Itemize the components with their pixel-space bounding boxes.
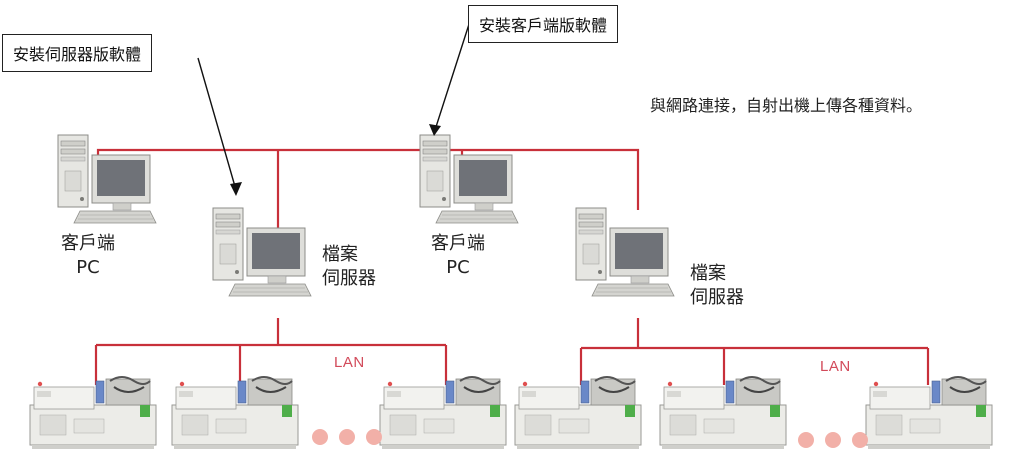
arrow-head-client <box>429 124 441 136</box>
client-pc-1-computer-icon <box>57 134 157 224</box>
file-server-1-label-line2: 伺服器 <box>322 268 376 289</box>
file-server-2-label-line2: 伺服器 <box>690 287 744 308</box>
machine-5-machine-icon <box>659 376 787 450</box>
client-pc-1-label: 客戶端 PC <box>48 232 128 280</box>
file-server-1-label-line1: 檔案 <box>322 244 358 265</box>
client-pc-2-label-line1: 客戶端 <box>431 233 485 254</box>
arrow-head-server <box>230 182 242 196</box>
callout-arrows <box>197 17 472 191</box>
machine-3-machine-icon <box>379 376 507 450</box>
file-server-2-label-line1: 檔案 <box>690 263 726 284</box>
more-dots-icon <box>312 429 868 448</box>
network-note: 與網路連接，自射出機上傳各種資料。 <box>650 96 923 115</box>
lan-label-left: LAN <box>334 354 365 371</box>
client-pc-1-label-line1: 客戶端 <box>61 233 115 254</box>
network-wiring <box>94 148 930 385</box>
machine-4-machine-icon <box>514 376 642 450</box>
client-pc-2-computer-icon <box>419 134 519 224</box>
machine-6-machine-icon <box>865 376 993 450</box>
file-server-2-label: 檔案 伺服器 <box>690 262 770 310</box>
machine-2-machine-icon <box>171 376 299 450</box>
client-pc-2-label-line2: PC <box>446 257 470 278</box>
client-software-callout: 安裝客戶端版軟體 <box>468 5 619 43</box>
file-server-2-computer-icon <box>575 207 675 297</box>
file-server-1-label: 檔案 伺服器 <box>322 243 402 291</box>
server-software-callout: 安裝伺服器版軟體 <box>2 34 153 72</box>
client-pc-1-label-line2: PC <box>76 257 100 278</box>
file-server-1-computer-icon <box>212 207 312 297</box>
machine-1-machine-icon <box>29 376 157 450</box>
client-pc-2-label: 客戶端 PC <box>418 232 498 280</box>
lan-label-right: LAN <box>820 358 851 375</box>
